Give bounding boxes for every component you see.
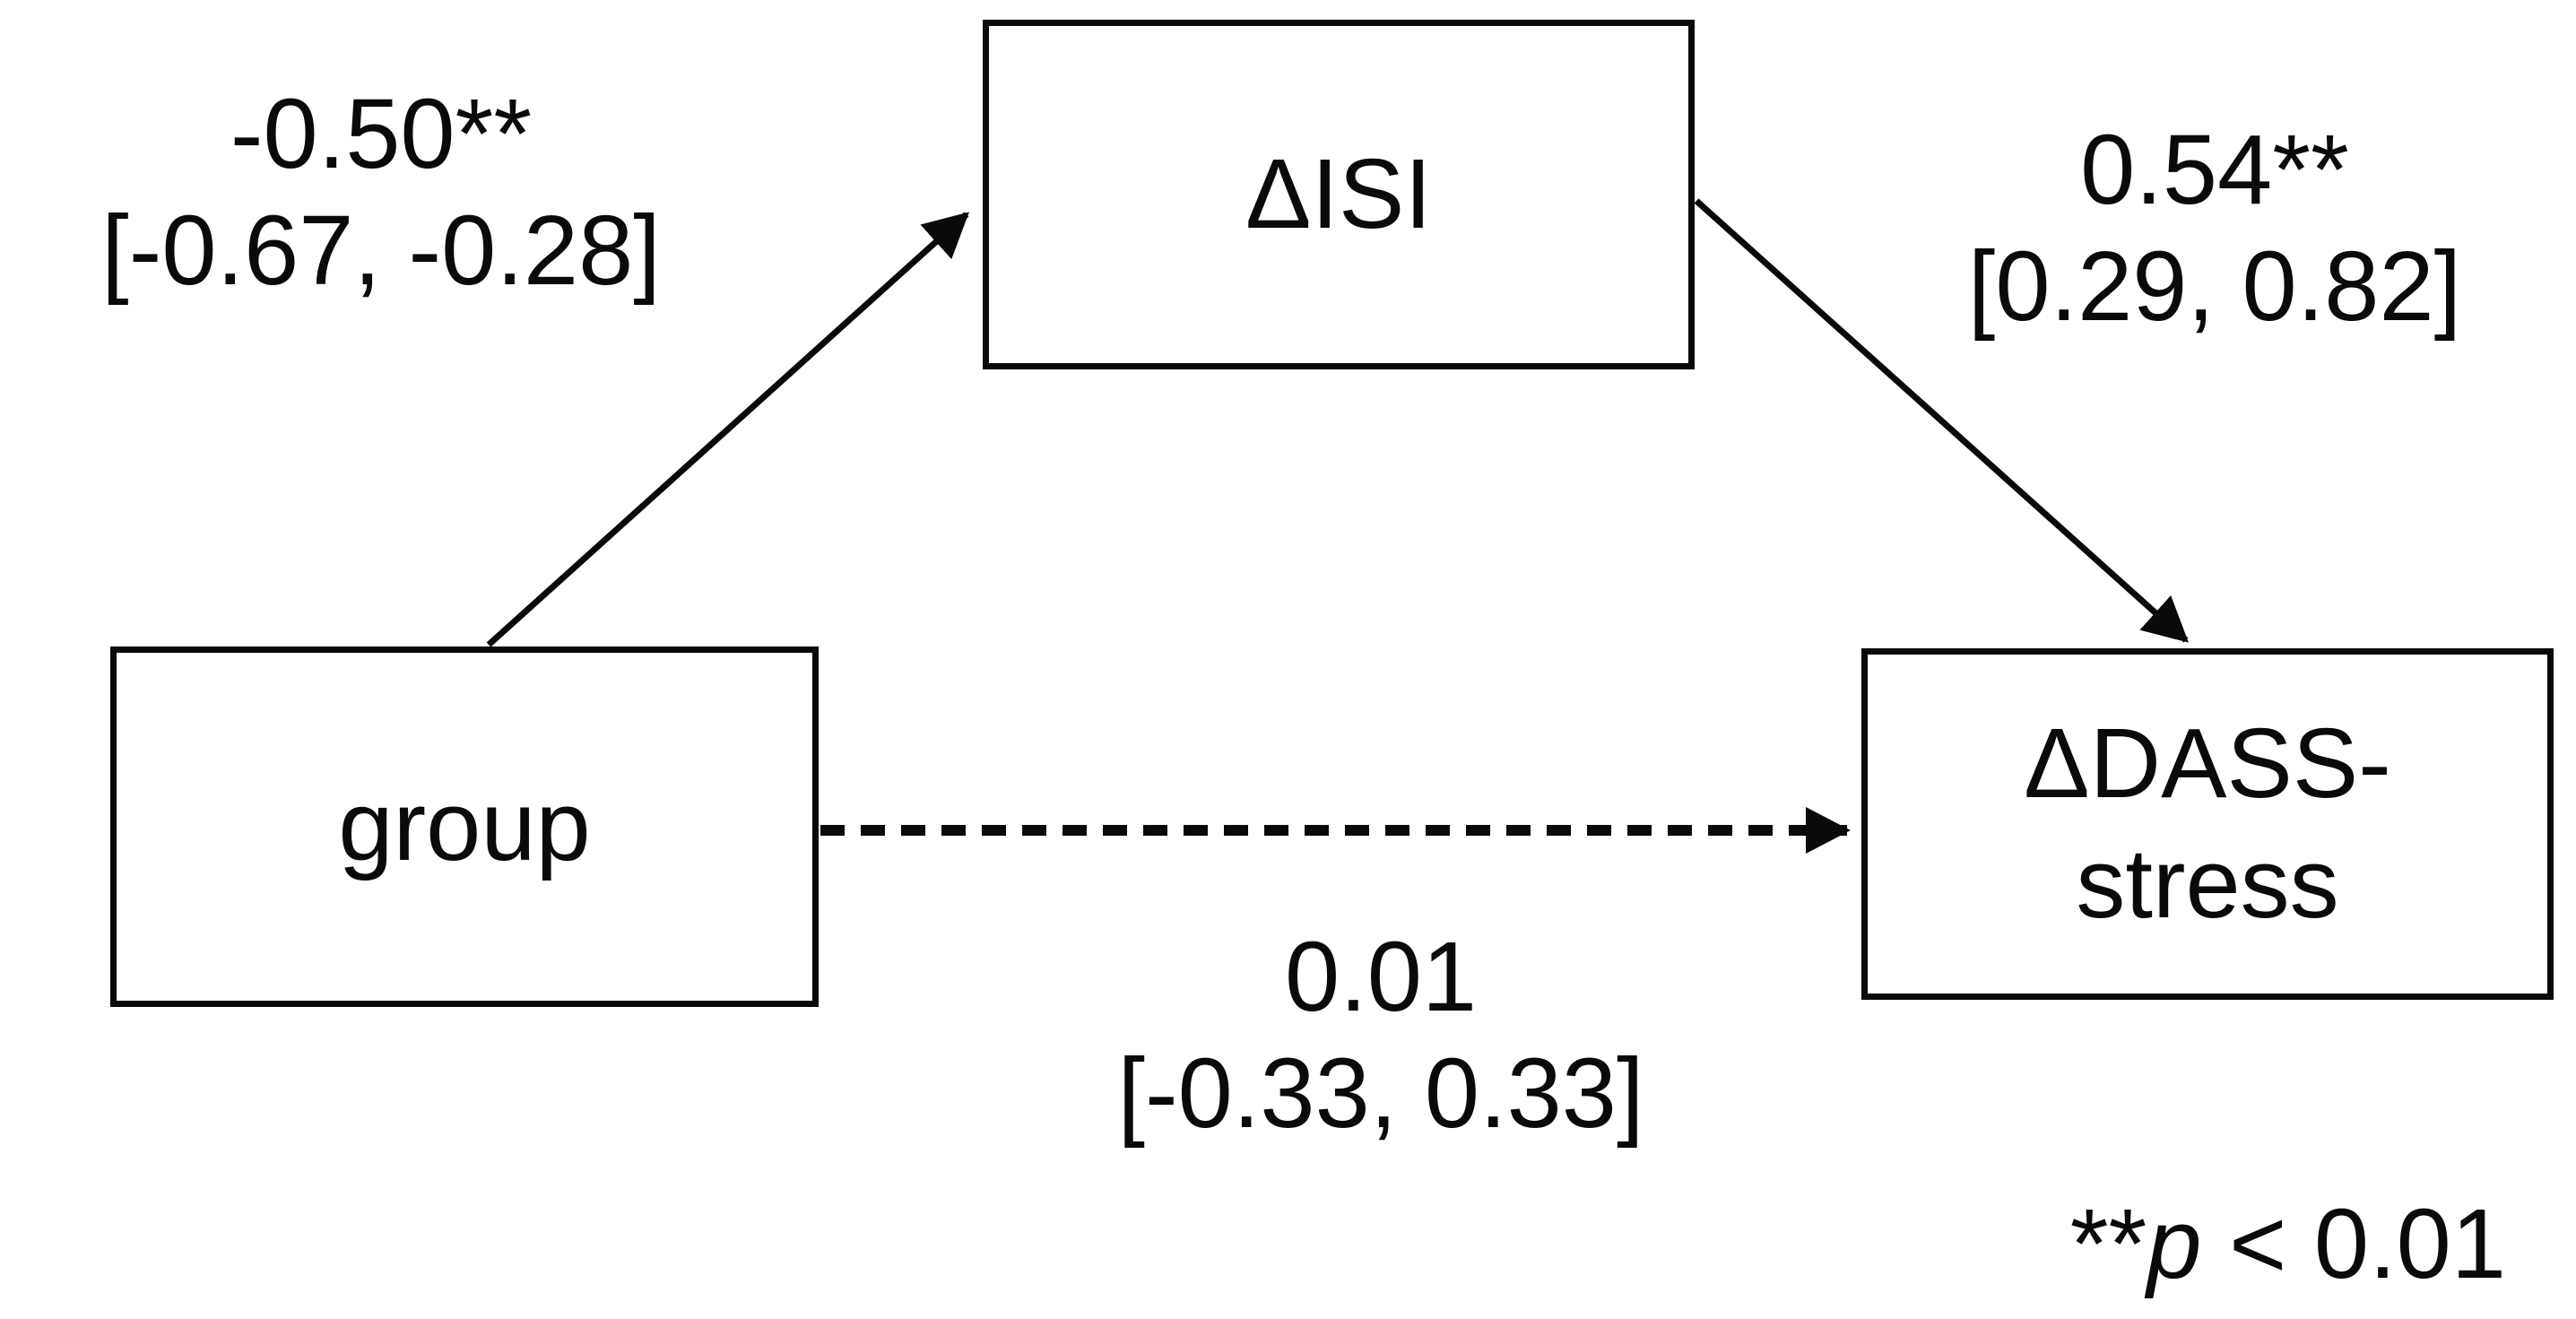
a-path-ci: [-0.67, -0.28] (101, 195, 661, 306)
mediator-label: ΔISI (1245, 138, 1432, 249)
outcome-node-dass-stress: ΔDASS- stress (1861, 648, 2554, 1000)
a-path-estimate: -0.50** (230, 79, 533, 189)
outcome-label-line1: ΔDASS- (2024, 707, 2391, 819)
mediator-node-isi: ΔISI (983, 20, 1695, 369)
predictor-node-group: group (110, 646, 819, 1007)
b-path-label: 0.54** [0.29, 0.82] (1856, 112, 2573, 345)
outcome-label-line2: stress (2076, 829, 2339, 939)
footnote-p-symbol: p (2147, 1189, 2202, 1299)
a-path-label: -0.50** [-0.67, -0.28] (22, 76, 740, 309)
b-path-arrow (1694, 198, 2189, 643)
significance-footnote: **p < 0.01 (1699, 1188, 2506, 1302)
b-path-ci: [0.29, 0.82] (1967, 230, 2462, 342)
b-path-estimate: 0.54** (2080, 115, 2349, 225)
c-prime-path-estimate: 0.01 (1284, 922, 1478, 1032)
a-path-arrow (486, 212, 969, 647)
predictor-label: group (338, 770, 591, 881)
c-prime-path-ci: [-0.33, 0.33] (1117, 1037, 1644, 1149)
footnote-stars: ** (2069, 1189, 2147, 1299)
c-prime-path-label: 0.01 [-0.33, 0.33] (1022, 919, 1739, 1152)
footnote-threshold: < 0.01 (2201, 1189, 2506, 1299)
